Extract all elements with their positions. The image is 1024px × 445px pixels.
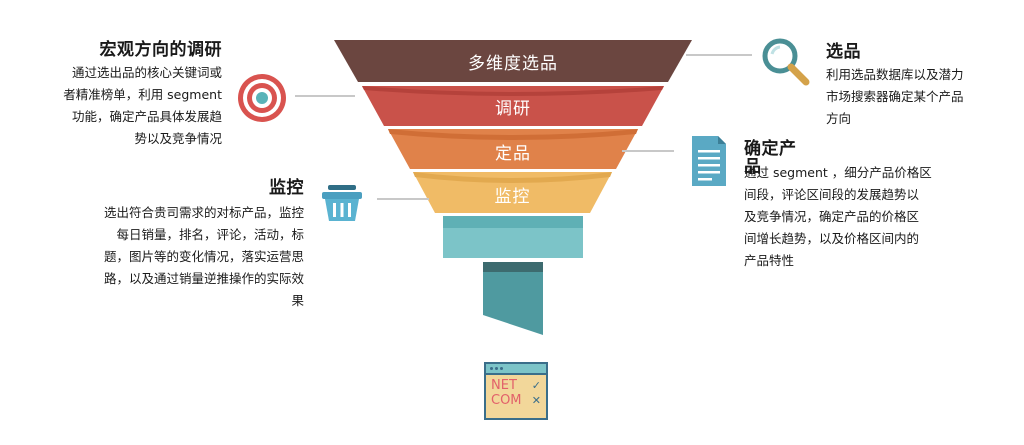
funnel-layer-1-box: 多维度选品 (334, 40, 692, 82)
define-product-title: 确定产 品 (744, 139, 797, 177)
funnel-layer-1 (334, 40, 692, 82)
selection-desc: 利用选品数据库以及潜力 市场搜索器确定某个产品 方向 (826, 67, 964, 126)
basket-icon (322, 185, 362, 221)
funnel-layer-2-label: 调研 (495, 99, 531, 119)
logo-titlebar (486, 364, 546, 375)
macro-research-desc: 通过选出品的核心关键词或 者精准榜单，利用 segment 功能，确定产品具体发… (63, 65, 222, 146)
monitor-desc: 选出符合贵司需求的对标产品，监控 每日销量，排名，评论，活动，标 题，图片等的变… (103, 205, 304, 308)
check-icon: ✓ (531, 379, 541, 392)
funnel-layer-2 (362, 86, 664, 126)
funnel-layer-4-label: 监控 (494, 187, 531, 207)
funnel-layer-3 (388, 129, 638, 169)
monitor-title: 监控 (269, 178, 304, 198)
search-icon (762, 38, 810, 86)
funnel-layer-4-box: 监控 (413, 172, 612, 212)
funnel-layer-3-box: 定品 (388, 129, 638, 169)
funnel-layer-1-label: 多维度选品 (468, 54, 558, 74)
funnel-layer-3-label: 定品 (495, 144, 531, 164)
funnel-tail (483, 262, 543, 272)
funnel-layer-4 (413, 172, 612, 213)
funnel-layer-2-box: 调研 (362, 86, 664, 126)
macro-research-title: 宏观方向的调研 (99, 40, 222, 60)
define-product-desc: 通过 segment ，细分产品价格区 间段，评论区间段的发展趋势以 及竞争情况… (744, 165, 932, 268)
cross-icon: ✕ (531, 394, 541, 407)
logo-text-com: COM (491, 393, 522, 408)
macro-research-block: 宏观方向的调研 通过选出品的核心关键词或 者精准榜单，利用 segment 功能… (40, 35, 222, 150)
selection-title: 选品 (826, 42, 861, 62)
target-icon (238, 74, 286, 122)
netcom-logo: NET COM ✓ ✕ (484, 362, 548, 420)
selection-block: 选品 利用选品数据库以及潜力 市场搜索器确定某个产品 方向 (826, 37, 996, 130)
logo-text-net: NET (491, 378, 517, 393)
monitor-block: 监控 选出符合贵司需求的对标产品，监控 每日销量，排名，评论，活动，标 题，图片… (80, 173, 304, 312)
logo-check-icons: ✓ ✕ (532, 378, 541, 408)
document-icon (692, 136, 726, 186)
